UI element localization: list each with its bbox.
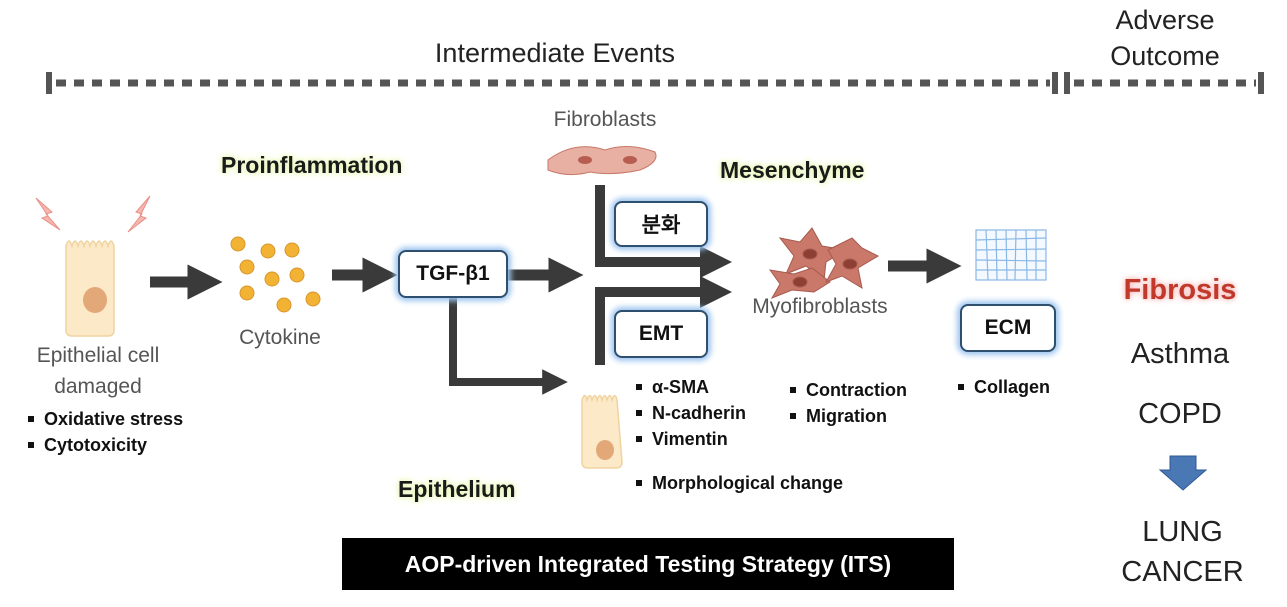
outcome-fibrosis: Fibrosis — [1123, 274, 1237, 306]
down-arrow-icon — [1158, 455, 1208, 491]
emt-marker-item: N-cadherin — [634, 400, 746, 426]
fibroblasts-label: Fibroblasts — [553, 108, 657, 131]
function-item: Migration — [788, 403, 907, 429]
fibroblast-icon — [547, 146, 657, 176]
epithelial-cell-label: Epithelial cell damaged — [18, 340, 178, 402]
morphology-item: Morphological change — [634, 470, 843, 496]
ecm-components-list: Collagen — [956, 374, 1050, 400]
outcome-lung-cancer: LUNG CANCER — [1100, 512, 1265, 592]
emt-marker-item: Vimentin — [634, 426, 746, 452]
stage-proinflammation: Proinflammation — [221, 152, 403, 178]
epithelial-cell-icon — [65, 240, 115, 337]
damage-list: Oxidative stress Cytotoxicity — [26, 406, 183, 458]
differentiation-box: 분화 — [614, 201, 708, 247]
myofibroblasts-label: Myofibroblasts — [752, 295, 888, 318]
adverse-outcome-label-line1: Adverse — [1115, 5, 1215, 35]
arrow-emt — [595, 275, 733, 365]
arrow-differentiation — [595, 185, 733, 279]
outcome-asthma: Asthma — [1130, 338, 1230, 370]
arrow-tgf-to-epithelium — [449, 295, 568, 395]
ecm-mesh-icon — [975, 229, 1047, 281]
function-item: Contraction — [788, 377, 907, 403]
intermediate-events-label: Intermediate Events — [434, 38, 676, 68]
ecm-box: ECM — [960, 304, 1056, 352]
tgf-beta1-box: TGF-β1 — [398, 250, 508, 298]
damage-bolt-icon — [35, 195, 151, 233]
stage-mesenchyme: Mesenchyme — [720, 157, 865, 183]
emt-marker-item: α-SMA — [634, 374, 746, 400]
ecm-component-item: Collagen — [956, 374, 1050, 400]
myofibroblast-icon — [768, 227, 880, 299]
cytokine-icon — [230, 236, 321, 313]
cytokine-label: Cytokine — [239, 326, 321, 349]
stage-epithelium: Epithelium — [398, 476, 516, 502]
damage-item: Oxidative stress — [26, 406, 183, 432]
its-banner: AOP-driven Integrated Testing Strategy (… — [342, 538, 954, 590]
emt-markers-list: α-SMA N-cadherin Vimentin — [634, 374, 746, 452]
epithelial-cell-label-line2: damaged — [54, 375, 142, 398]
timeline-bar — [46, 72, 1264, 94]
emt-box: EMT — [614, 310, 708, 358]
epithelial-emt-cell-icon — [581, 394, 623, 469]
outcome-copd: COPD — [1138, 398, 1222, 430]
outcome-lung-cancer-line2: CANCER — [1121, 556, 1244, 588]
epithelial-cell-label-line1: Epithelial cell — [36, 344, 160, 367]
adverse-outcome-label-line2: Outcome — [1110, 41, 1220, 71]
myofibroblast-functions-list: Contraction Migration — [788, 377, 907, 429]
morphology-list: Morphological change — [634, 470, 843, 496]
outcome-lung-cancer-line1: LUNG — [1142, 516, 1223, 548]
adverse-outcome-label: Adverse Outcome — [1090, 2, 1240, 74]
damage-item: Cytotoxicity — [26, 432, 183, 458]
